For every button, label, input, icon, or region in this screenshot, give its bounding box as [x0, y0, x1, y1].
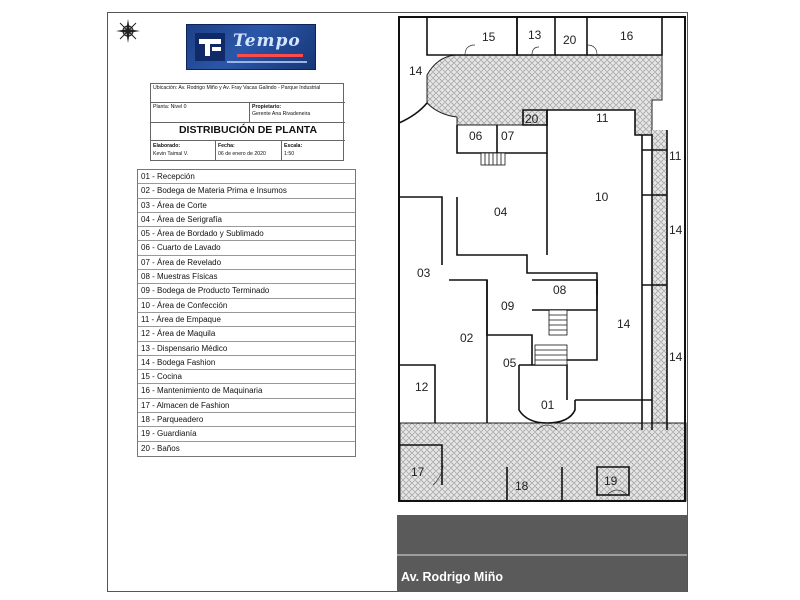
title-block: Ubicación: Av. Rodrigo Miño y Av. Fray V… [150, 83, 345, 161]
date-text: 06 de enero de 2020 [218, 151, 266, 157]
legend-item: 04 - Área de Serigrafía [138, 213, 355, 228]
legend-item: 10 - Área de Confección [138, 299, 355, 313]
room-label: 20 [563, 33, 577, 47]
legend-item: 19 - Guardianía [138, 427, 355, 442]
plan-title: DISTRIBUCIÓN DE PLANTA [178, 124, 318, 136]
legend-item: 11 - Área de Empaque [138, 313, 355, 328]
room-label: 02 [460, 331, 474, 345]
door-swings [432, 44, 628, 496]
street-name: Av. Rodrigo Miño [401, 570, 503, 584]
room-label: 09 [501, 299, 515, 313]
scale-text: 1:50 [284, 151, 295, 157]
room-legend: 01 - Recepción 02 - Bodega de Materia Pr… [137, 169, 356, 457]
legend-item: 12 - Área de Maquila [138, 327, 355, 342]
building-outline [398, 16, 686, 502]
room-label: 05 [503, 356, 517, 370]
paved-side-strip [652, 130, 667, 430]
street [397, 515, 687, 592]
room-label: 20 [525, 112, 539, 126]
room-label: 14 [669, 223, 683, 237]
legend-item: 09 - Bodega de Producto Terminado [138, 284, 355, 299]
legend-item: 14 - Bodega Fashion [138, 356, 355, 371]
owner-text: Gerente Ana Rivadeneira [252, 111, 311, 117]
room-label: 14 [669, 350, 683, 364]
paved-yard-bottom [399, 422, 687, 502]
room-label: 11 [669, 149, 682, 163]
location-text: Ubicación: Av. Rodrigo Miño y Av. Fray V… [153, 85, 321, 91]
scale-label: Escala: [284, 143, 303, 149]
legend-item: 16 - Mantenimiento de Maquinaria [138, 384, 355, 399]
legend-item: 07 - Área de Revelado [138, 256, 355, 271]
room-label: 15 [482, 30, 496, 44]
room-label: 13 [528, 28, 542, 42]
room-label: 17 [411, 465, 425, 479]
room-label: 14 [617, 317, 631, 331]
floor-plan-drawing: 15 13 20 16 14 06 07 20 11 11 10 04 14 0… [397, 16, 687, 592]
north-arrow-icon [116, 19, 140, 43]
paved-corridor-top [426, 54, 663, 136]
room-label: 11 [596, 111, 609, 125]
logo-text: Tempo [233, 31, 301, 51]
legend-item: 03 - Área de Corte [138, 199, 355, 213]
room-label: 10 [595, 190, 609, 204]
logo-stripe [237, 54, 303, 57]
room-label: 14 [409, 64, 423, 78]
legend-item: 18 - Parqueadero [138, 413, 355, 428]
legend-item: 08 - Muestras Físicas [138, 270, 355, 285]
floor-plan: 15 13 20 16 14 06 07 20 11 11 10 04 14 0… [397, 15, 687, 592]
legend-item: 01 - Recepción [138, 170, 355, 185]
room-label: 18 [515, 479, 529, 493]
room-label: 06 [469, 129, 483, 143]
legend-item: 17 - Almacen de Fashion [138, 399, 355, 414]
author-text: Kevin Taimal V. [153, 151, 189, 157]
room-label: 07 [501, 129, 515, 143]
room-label: 04 [494, 205, 508, 219]
legend-item: 15 - Cocina [138, 370, 355, 385]
legend-item: 06 - Cuarto de Lavado [138, 241, 355, 256]
legend-item: 05 - Área de Bordado y Sublimado [138, 227, 355, 242]
room-label: 01 [541, 398, 555, 412]
date-label: Fecha: [218, 143, 235, 149]
legend-item: 20 - Baños [141, 443, 180, 453]
room-label: 08 [553, 283, 567, 297]
room-label: 03 [417, 266, 431, 280]
logo-mark-icon [195, 33, 225, 61]
logo-stripe-secondary [227, 61, 307, 63]
legend-item: 13 - Dispensario Médico [138, 342, 355, 356]
author-label: Elaborado: [153, 143, 181, 149]
staircase [480, 152, 568, 366]
floor-level-text: Planta: Nivel 0 [153, 104, 187, 110]
owner-label: Propietario: [252, 104, 282, 110]
room-label: 12 [415, 380, 429, 394]
legend-item: 02 - Bodega de Materia Prima e Insumos [138, 184, 355, 199]
room-label: 16 [620, 29, 634, 43]
company-logo: Tempo [186, 24, 316, 70]
room-label: 19 [604, 474, 618, 488]
